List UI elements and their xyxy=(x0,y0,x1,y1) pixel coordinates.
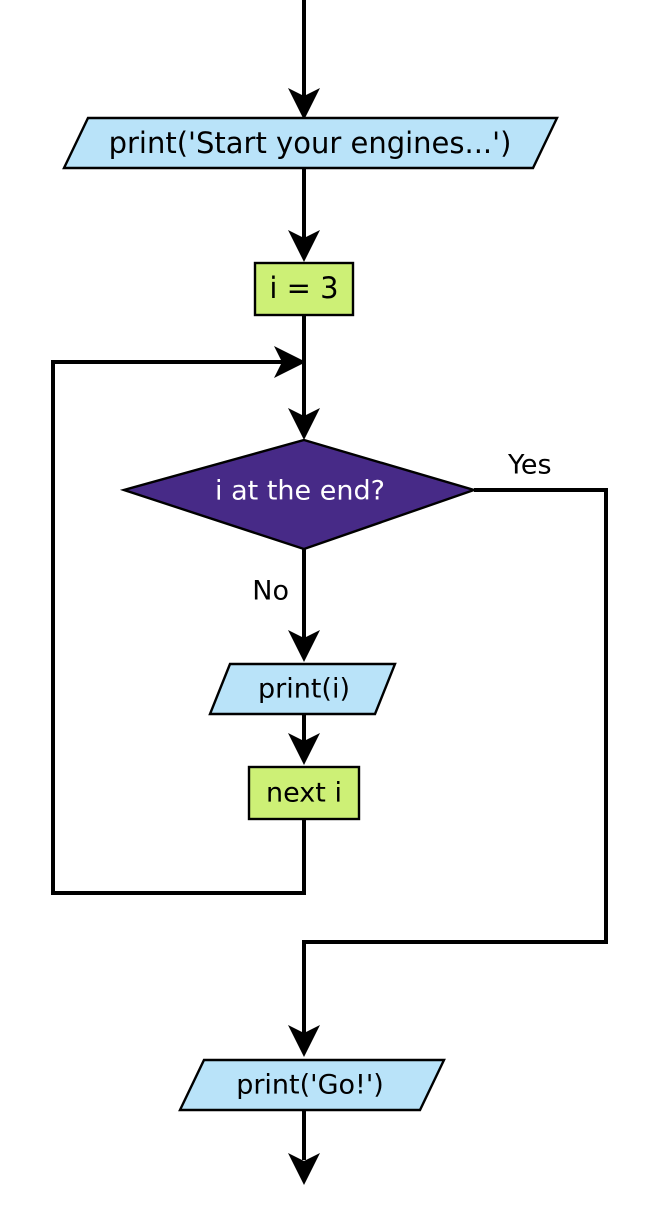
edge-label-yes: Yes xyxy=(507,450,552,481)
node-loop-test[interactable]: i at the end? xyxy=(119,438,478,551)
node-print-start[interactable]: print('Start your engines...') xyxy=(62,116,559,170)
edge-exit xyxy=(288,1110,320,1185)
node-next-i-label: next i xyxy=(266,778,342,809)
node-print-i-label: print(i) xyxy=(258,674,350,705)
edge-test-yes: Yes xyxy=(288,450,608,1057)
edge-test-no: No xyxy=(252,549,320,662)
node-init-i[interactable]: i = 3 xyxy=(253,261,355,317)
node-loop-test-label: i at the end? xyxy=(215,476,385,507)
node-init-i-label: i = 3 xyxy=(269,271,338,305)
edge-label-no: No xyxy=(252,576,289,607)
edge-entry xyxy=(288,0,320,120)
edge-init-to-test xyxy=(288,315,320,440)
node-print-go[interactable]: print('Go!') xyxy=(178,1058,446,1112)
node-print-go-label: print('Go!') xyxy=(236,1070,384,1101)
node-next-i[interactable]: next i xyxy=(247,765,361,821)
node-print-start-label: print('Start your engines...') xyxy=(109,126,512,160)
edge-loop-back xyxy=(51,346,306,895)
edge-start-to-init xyxy=(288,168,320,262)
node-print-i[interactable]: print(i) xyxy=(208,662,397,716)
edge-printi-to-nexti xyxy=(288,714,320,765)
